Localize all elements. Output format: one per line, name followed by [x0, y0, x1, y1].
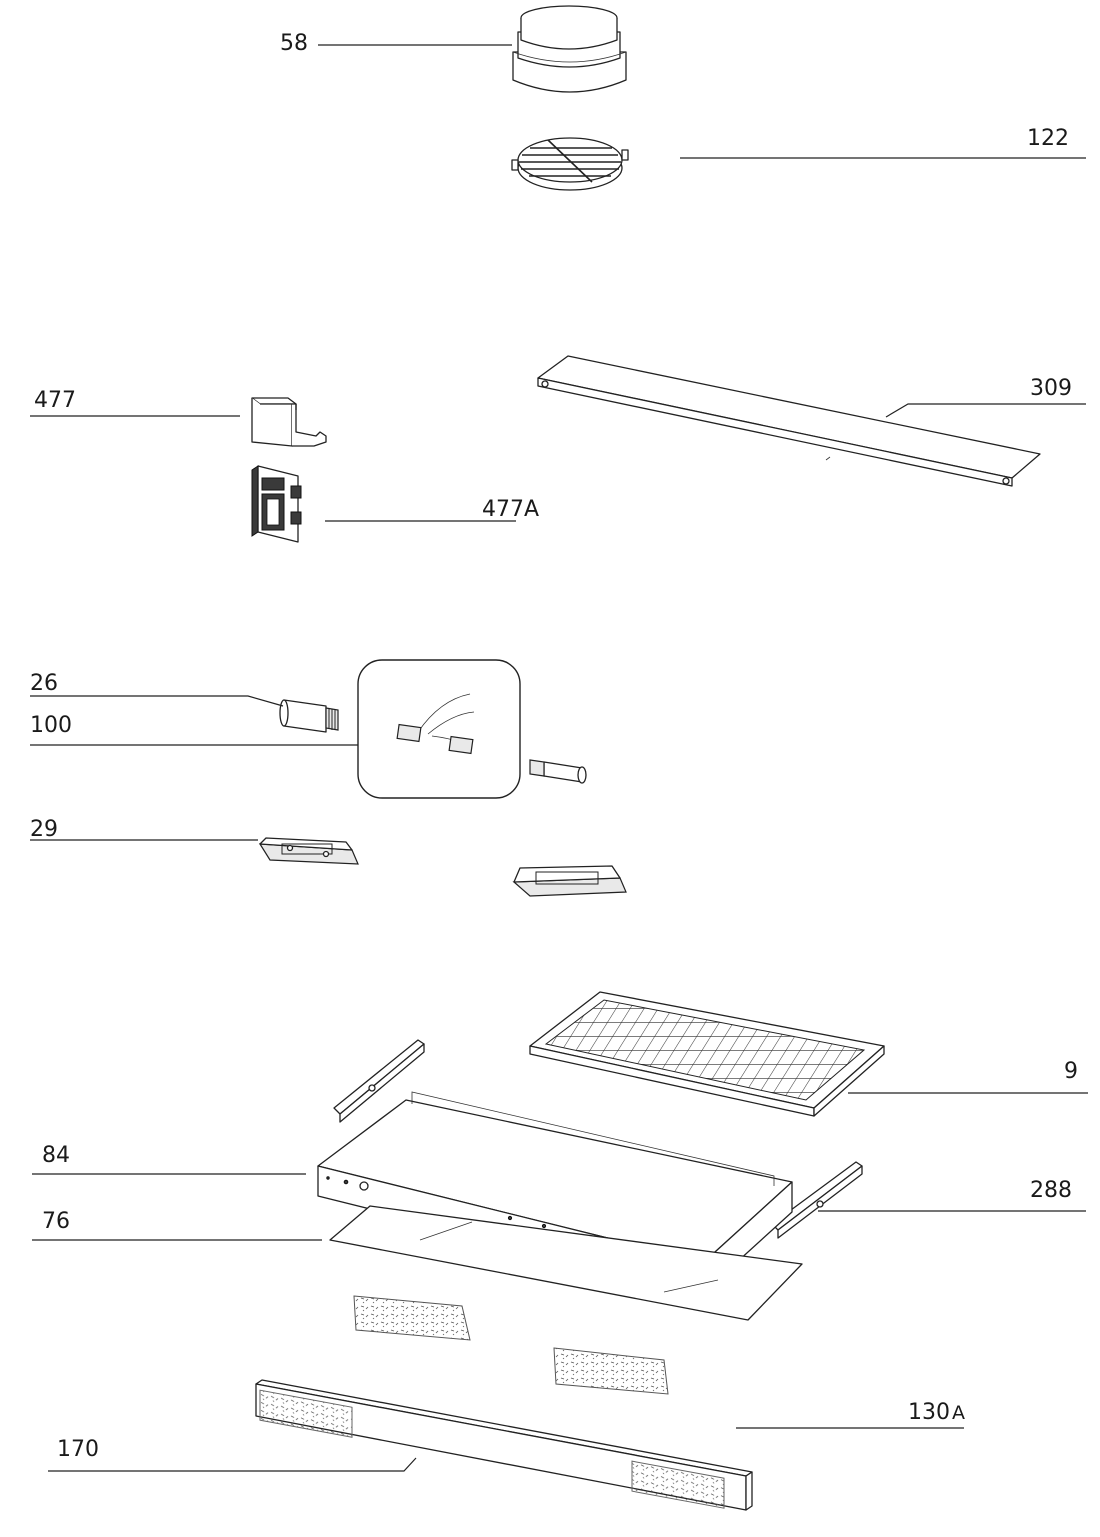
leader-26 [30, 695, 284, 707]
lamp-cover-part-29 [258, 837, 359, 865]
duct-collar-part-58 [512, 5, 627, 93]
part-label-122: 122 [1027, 126, 1069, 151]
part-label-26: 26 [30, 671, 58, 696]
lamp-cover-right [512, 865, 627, 897]
lamp-holder-right [529, 759, 587, 784]
part-label-309: 309 [1030, 376, 1072, 401]
part-label-9: 9 [1064, 1059, 1078, 1084]
part-label-477: 477 [34, 388, 76, 413]
part-label-58: 58 [280, 31, 308, 56]
glass-panel-part-76 [329, 1205, 803, 1321]
part-label-477a: 477A [482, 497, 539, 522]
part-label-84: 84 [42, 1143, 70, 1168]
part-label-100: 100 [30, 713, 72, 738]
part-label-288: 288 [1030, 1178, 1072, 1203]
control-block-left [353, 1295, 471, 1341]
grease-filter-part-9 [529, 991, 885, 1117]
control-block-right [553, 1347, 669, 1395]
front-panel-part-170 [255, 1379, 753, 1511]
leader-170 [48, 1457, 417, 1472]
part-label-29: 29 [30, 817, 58, 842]
lamp-holder-part-26 [279, 699, 339, 733]
round-grille-part-122 [511, 137, 629, 191]
part-label-76: 76 [42, 1209, 70, 1234]
bracket-cover-part-477 [251, 397, 327, 447]
part-label-170: 170 [57, 1437, 99, 1462]
leader-309 [885, 403, 1086, 418]
switch-module-part-477a [251, 465, 302, 543]
mounting-bar-part-309 [537, 355, 1041, 487]
wiring-harness-detail-box [357, 659, 521, 799]
side-rail-right-part-288 [771, 1161, 863, 1239]
side-rail-left [333, 1039, 425, 1123]
